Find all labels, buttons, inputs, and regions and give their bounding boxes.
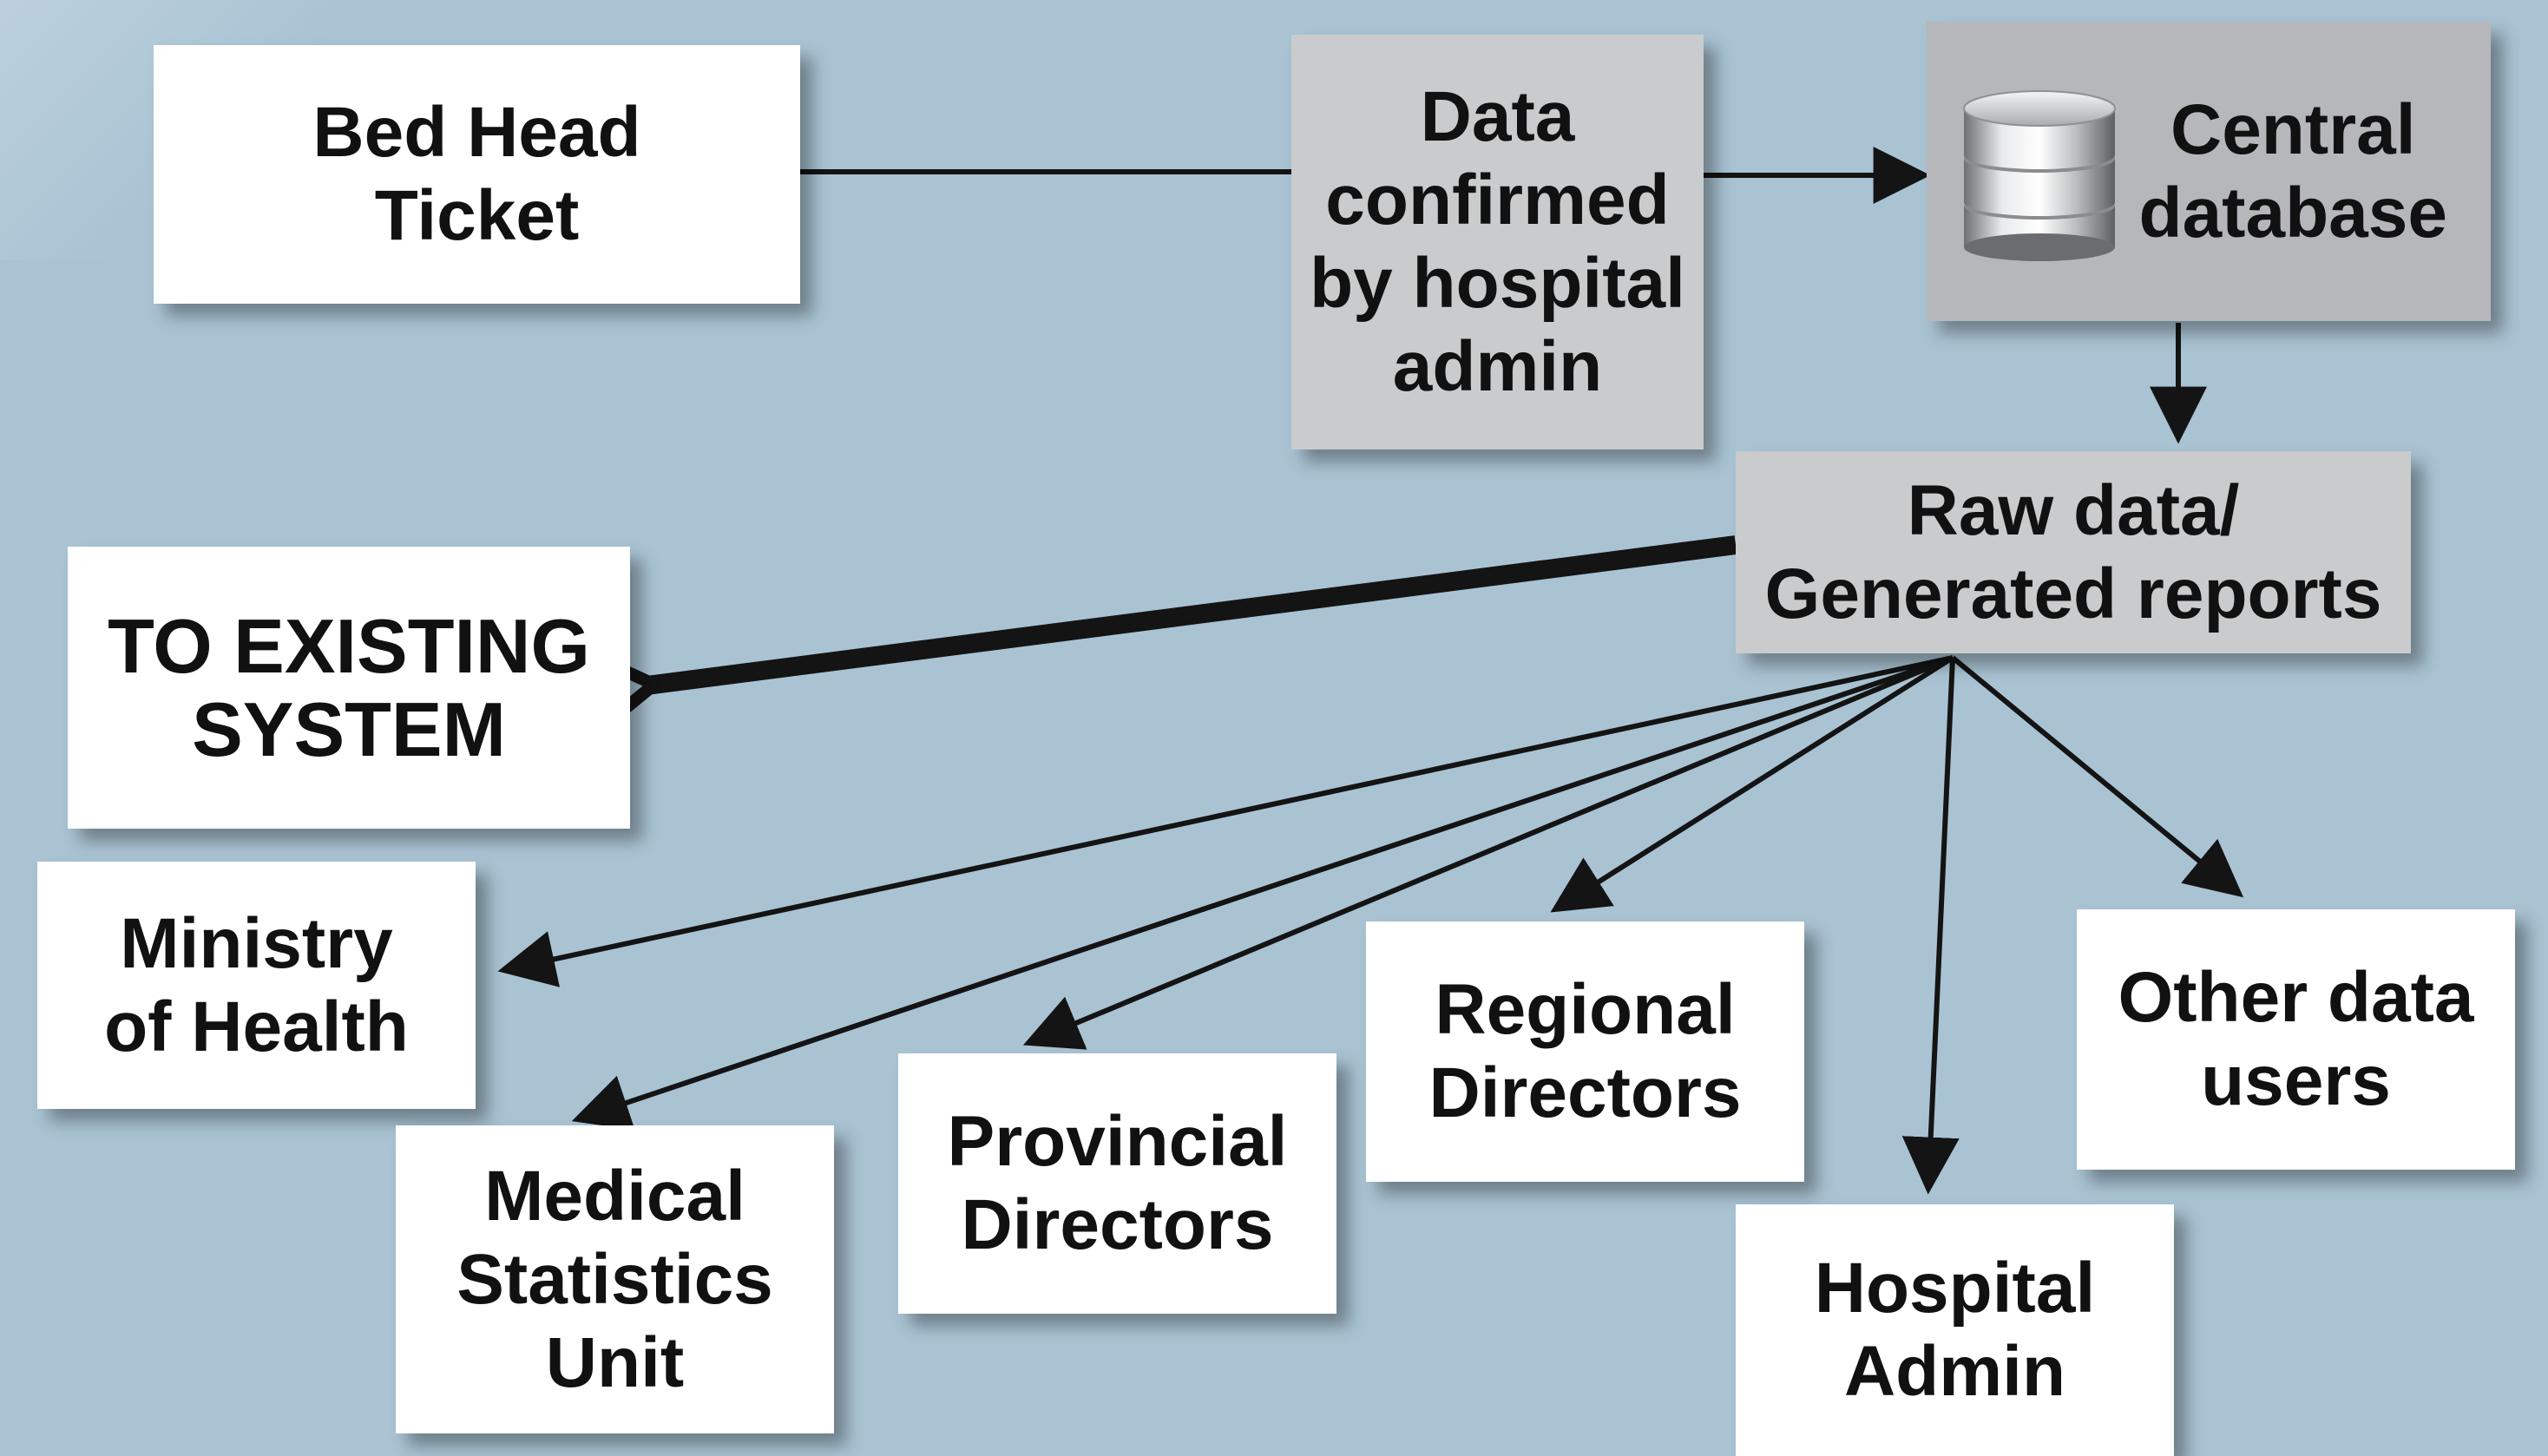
data-confirmed-label: Data confirmed by hospital admin	[1310, 77, 1685, 406]
ministry-of-health-label: Ministry of Health	[104, 903, 409, 1066]
regional-directors-label: Regional Directors	[1428, 970, 1742, 1132]
central-database-label: Central database	[2138, 89, 2447, 253]
ministry-of-health-box: Ministry of Health	[37, 862, 476, 1109]
arrow-raw-to-ministry	[497, 655, 1954, 987]
medical-statistics-unit-label: Medical Statistics Unit	[456, 1156, 773, 1402]
arrow-raw-to-regional	[1550, 655, 1954, 913]
bed-head-ticket-label: Bed Head Ticket	[312, 93, 641, 255]
arrow-raw-to-hospital	[1901, 657, 1960, 1195]
arrow-raw-to-provincial	[1022, 655, 1954, 1050]
arrow-raw-to-existing	[647, 535, 1737, 685]
arrow-raw-to-other	[1951, 655, 2244, 898]
provincial-directors-box: Provincial Directors	[898, 1053, 1336, 1314]
raw-data-reports-box: Raw data/ Generated reports	[1736, 451, 2411, 653]
existing-system-box: TO EXISTING SYSTEM	[68, 547, 630, 829]
medical-statistics-unit-box: Medical Statistics Unit	[396, 1125, 834, 1433]
database-cylinder-icon	[1963, 90, 2116, 261]
existing-system-label: TO EXISTING SYSTEM	[108, 602, 590, 772]
bed-head-ticket-box: Bed Head Ticket	[154, 45, 800, 304]
other-data-users-box: Other data users	[2077, 909, 2515, 1170]
hospital-admin-box: Hospital Admin	[1736, 1204, 2174, 1456]
data-confirmed-box: Data confirmed by hospital admin	[1291, 35, 1704, 449]
provincial-directors-label: Provincial Directors	[947, 1102, 1288, 1264]
hospital-admin-label: Hospital Admin	[1814, 1249, 2096, 1411]
raw-data-reports-label: Raw data/ Generated reports	[1764, 470, 2382, 633]
other-data-users-label: Other data users	[2118, 958, 2474, 1120]
regional-directors-box: Regional Directors	[1366, 921, 1804, 1182]
arrow-raw-to-medical	[571, 655, 1954, 1131]
